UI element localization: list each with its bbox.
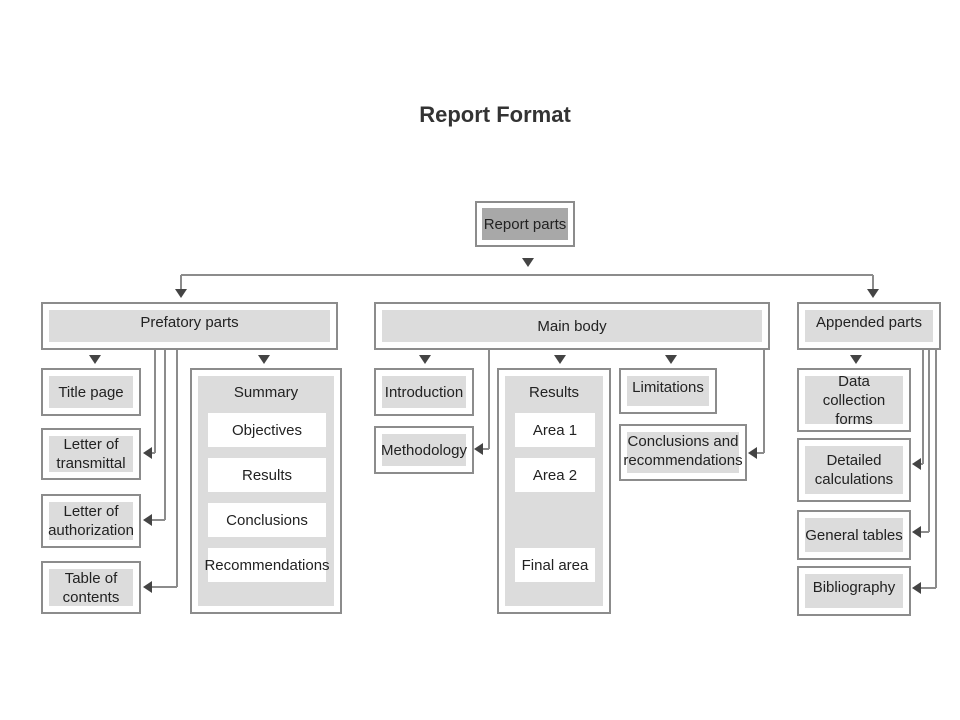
appended-parts-box: Appended parts bbox=[797, 302, 941, 350]
title-page-box: Title page bbox=[41, 368, 141, 416]
limitations-box: Limitations bbox=[619, 368, 717, 414]
detailed-calculations-box: Detailed calculations bbox=[797, 438, 911, 502]
bibliography-label: Bibliography bbox=[805, 574, 903, 608]
detailed-calculations-label: Detailed calculations bbox=[805, 446, 903, 494]
results-item-area-2: Area 2 bbox=[515, 458, 595, 492]
data-collection-forms-label: Data collection forms bbox=[805, 373, 903, 428]
methodology-box: Methodology bbox=[374, 426, 474, 474]
data-collection-forms-box: Data collection forms bbox=[797, 368, 911, 432]
table-of-contents-label: Table of contents bbox=[49, 569, 133, 606]
summary-item-recommendations: Recommendations bbox=[204, 548, 330, 582]
letter-of-authorization-label: Letter of authorization bbox=[48, 502, 134, 540]
conclusions-recommendations-box: Conclusions and recommendations bbox=[619, 424, 747, 481]
summary-box: Summary Objectives Results Conclusions R… bbox=[190, 368, 342, 614]
diagram-title: Report Format bbox=[419, 102, 571, 127]
introduction-box: Introduction bbox=[374, 368, 474, 416]
main-body-box: Main body bbox=[374, 302, 770, 350]
summary-item-conclusions: Conclusions bbox=[208, 503, 326, 537]
conclusions-recommendations-label: Conclusions and recommendations bbox=[623, 432, 743, 473]
general-tables-label: General tables bbox=[805, 518, 903, 552]
introduction-label: Introduction bbox=[382, 376, 466, 408]
results-item-final-area: Final area bbox=[515, 548, 595, 582]
letter-of-authorization-box: Letter of authorization bbox=[41, 494, 141, 548]
bibliography-box: Bibliography bbox=[797, 566, 911, 616]
title-page-label: Title page bbox=[49, 376, 133, 408]
main-body-label: Main body bbox=[382, 310, 762, 342]
methodology-label: Methodology bbox=[381, 434, 467, 466]
results-item-area-1: Area 1 bbox=[515, 413, 595, 447]
summary-item-results: Results bbox=[208, 458, 326, 492]
summary-label: Summary bbox=[233, 384, 299, 401]
results-box: Results Area 1 Area 2 Final area bbox=[497, 368, 611, 614]
prefatory-parts-box: Prefatory parts bbox=[41, 302, 338, 350]
general-tables-box: General tables bbox=[797, 510, 911, 560]
appended-parts-label: Appended parts bbox=[805, 310, 933, 342]
results-label: Results bbox=[528, 384, 580, 401]
letter-of-transmittal-label: Letter of transmittal bbox=[49, 436, 133, 472]
report-parts-box: Report parts bbox=[475, 201, 575, 247]
limitations-label: Limitations bbox=[627, 376, 709, 406]
summary-item-objectives: Objectives bbox=[208, 413, 326, 447]
letter-of-transmittal-box: Letter of transmittal bbox=[41, 428, 141, 480]
prefatory-parts-label: Prefatory parts bbox=[49, 310, 330, 342]
report-parts-label: Report parts bbox=[482, 208, 568, 240]
table-of-contents-box: Table of contents bbox=[41, 561, 141, 614]
